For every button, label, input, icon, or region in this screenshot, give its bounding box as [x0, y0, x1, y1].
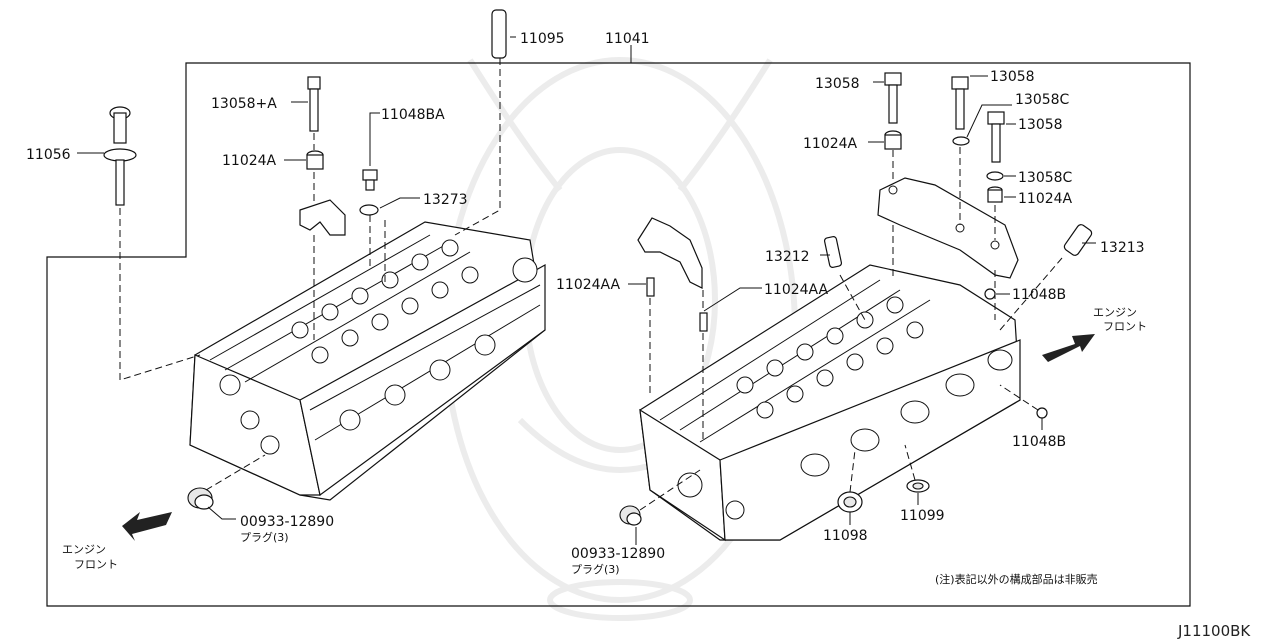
label-13058-plus-a: 13058+A — [211, 96, 277, 112]
bolt-13058-top-right — [951, 76, 969, 130]
engine-front-arrow-right — [1042, 334, 1095, 362]
label-13058c-upper: 13058C — [1015, 92, 1070, 108]
washer-13058c-lower — [986, 171, 1004, 181]
label-13058-top-left: 13058 — [815, 76, 860, 92]
left-head-valve-holes — [219, 239, 538, 455]
right-cylinder-head — [639, 264, 1021, 542]
label-11048b-upper: 11048B — [1012, 287, 1066, 303]
label-13273: 13273 — [423, 192, 468, 208]
washer-13273 — [359, 204, 379, 216]
plug-11048b-upper — [984, 288, 996, 300]
label-plug-left-number: 00933-12890 — [240, 514, 334, 530]
label-11024aa-left: 11024AA — [556, 277, 621, 293]
sensor-13212 — [823, 236, 843, 268]
dowel-11024aa-right — [699, 312, 708, 332]
washer-13058c-upper — [952, 136, 970, 146]
dowel-11024aa-left — [646, 277, 655, 297]
label-13213: 13213 — [1100, 240, 1145, 256]
pin-11095 — [491, 9, 507, 59]
engine-front-label-right-line2: フロント — [1103, 320, 1147, 333]
sleeve-11024a-right-upper — [884, 130, 902, 150]
bolt-11056 — [103, 106, 137, 206]
seal-11098 — [837, 491, 863, 513]
label-11099: 11099 — [900, 508, 945, 524]
engine-front-arrow-left — [122, 512, 172, 541]
assembly-frame — [46, 62, 1191, 607]
label-11048ba: 11048BA — [381, 107, 445, 123]
label-11048b-lower: 11048B — [1012, 434, 1066, 450]
label-plug-right-number: 00933-12890 — [571, 546, 665, 562]
engine-front-label-left-line2: フロント — [74, 558, 118, 571]
camshaft-bracket-right — [877, 177, 1019, 279]
cam-bracket-left — [299, 199, 346, 236]
bolt-13058-mid — [987, 111, 1005, 163]
label-11024a-right-upper: 11024A — [803, 136, 858, 152]
label-11024a-right-lower: 11024A — [1018, 191, 1073, 207]
bolt-13058-plus-a — [307, 76, 321, 132]
label-plug-left-name: プラグ(3) — [240, 530, 289, 544]
right-head-valve-holes — [677, 296, 1013, 520]
label-11024aa-right: 11024AA — [764, 282, 829, 298]
sleeve-11024a-right-lower — [987, 186, 1003, 203]
label-11024a-left: 11024A — [222, 153, 277, 169]
left-cylinder-head — [189, 221, 546, 501]
label-11098: 11098 — [823, 528, 868, 544]
label-11041: 11041 — [605, 31, 650, 47]
plug-11048b-lower — [1036, 407, 1048, 419]
label-13058c-lower: 13058C — [1018, 170, 1073, 186]
label-11056: 11056 — [26, 147, 71, 163]
plug-right — [619, 505, 642, 526]
gasket-11099 — [906, 479, 930, 493]
label-13058-top-right: 13058 — [990, 69, 1035, 85]
sensor-13213 — [1063, 224, 1093, 256]
label-11095: 11095 — [520, 31, 565, 47]
label-13212: 13212 — [765, 249, 810, 265]
sleeve-11024a-left — [306, 150, 324, 170]
footnote-not-sold-separately: (注)表記以外の構成部品は非販売 — [935, 572, 1098, 586]
engine-front-label-right-line1: エンジン — [1093, 306, 1137, 319]
label-plug-right-name: プラグ(3) — [571, 562, 620, 576]
plug-left — [187, 487, 214, 510]
cam-bracket-right — [637, 217, 703, 289]
label-13058-mid: 13058 — [1018, 117, 1063, 133]
bolt-13058-top-left — [884, 72, 902, 124]
bolt-11048ba — [362, 169, 378, 191]
engine-front-label-left-line1: エンジン — [62, 543, 106, 556]
diagram-id: J11100BK — [1177, 622, 1251, 639]
